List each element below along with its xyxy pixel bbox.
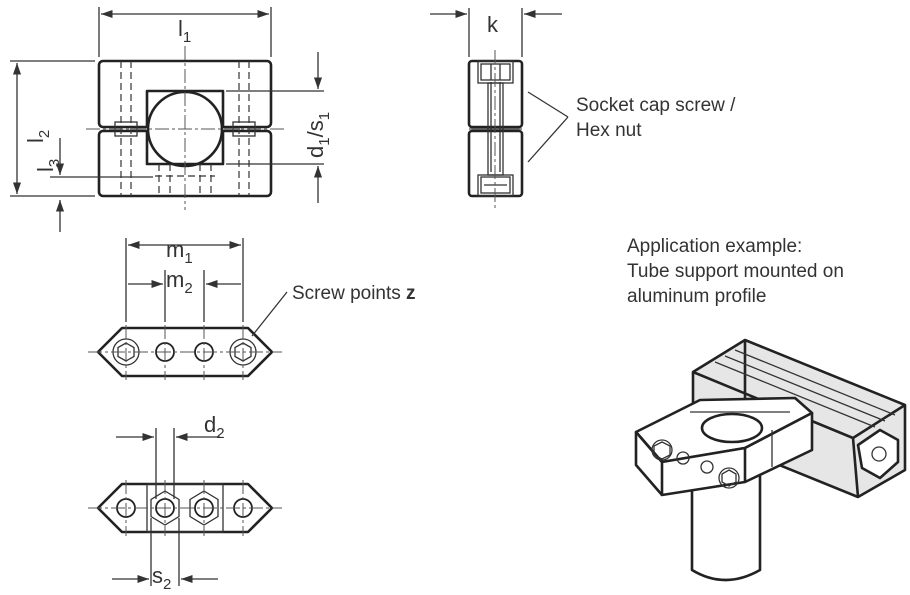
bottom-view-dimensions	[112, 428, 220, 586]
side-view-dimensions	[430, 8, 562, 57]
callout-screw-points: Screw points z	[292, 283, 416, 304]
callout-socket-line2: Hex nut	[576, 120, 642, 141]
front-view	[86, 46, 284, 210]
bottom-view-nut-side	[88, 480, 282, 536]
label-d1-s1: d1/s1	[303, 112, 333, 158]
callout-socket-line1: Socket cap screw /	[576, 95, 736, 116]
label-m2: m2	[166, 267, 193, 297]
label-k: k	[487, 12, 499, 37]
socket-callout-leaders	[527, 91, 569, 163]
label-m1: m1	[166, 237, 193, 267]
label-d2: d2	[204, 412, 225, 442]
application-line1: Application example:	[627, 236, 802, 257]
label-l1: l1	[178, 16, 191, 46]
label-l3: l3	[33, 159, 63, 172]
top-view-screw-side	[88, 325, 282, 380]
application-line3: aluminum profile	[627, 286, 766, 307]
top-view-dimensions	[125, 238, 288, 337]
application-example-illustration	[634, 338, 907, 582]
label-l2: l2	[23, 130, 53, 143]
front-view-dimensions	[10, 7, 324, 232]
application-line2: Tube support mounted on	[627, 261, 844, 282]
side-view	[467, 50, 524, 208]
label-s2: s2	[152, 563, 171, 593]
